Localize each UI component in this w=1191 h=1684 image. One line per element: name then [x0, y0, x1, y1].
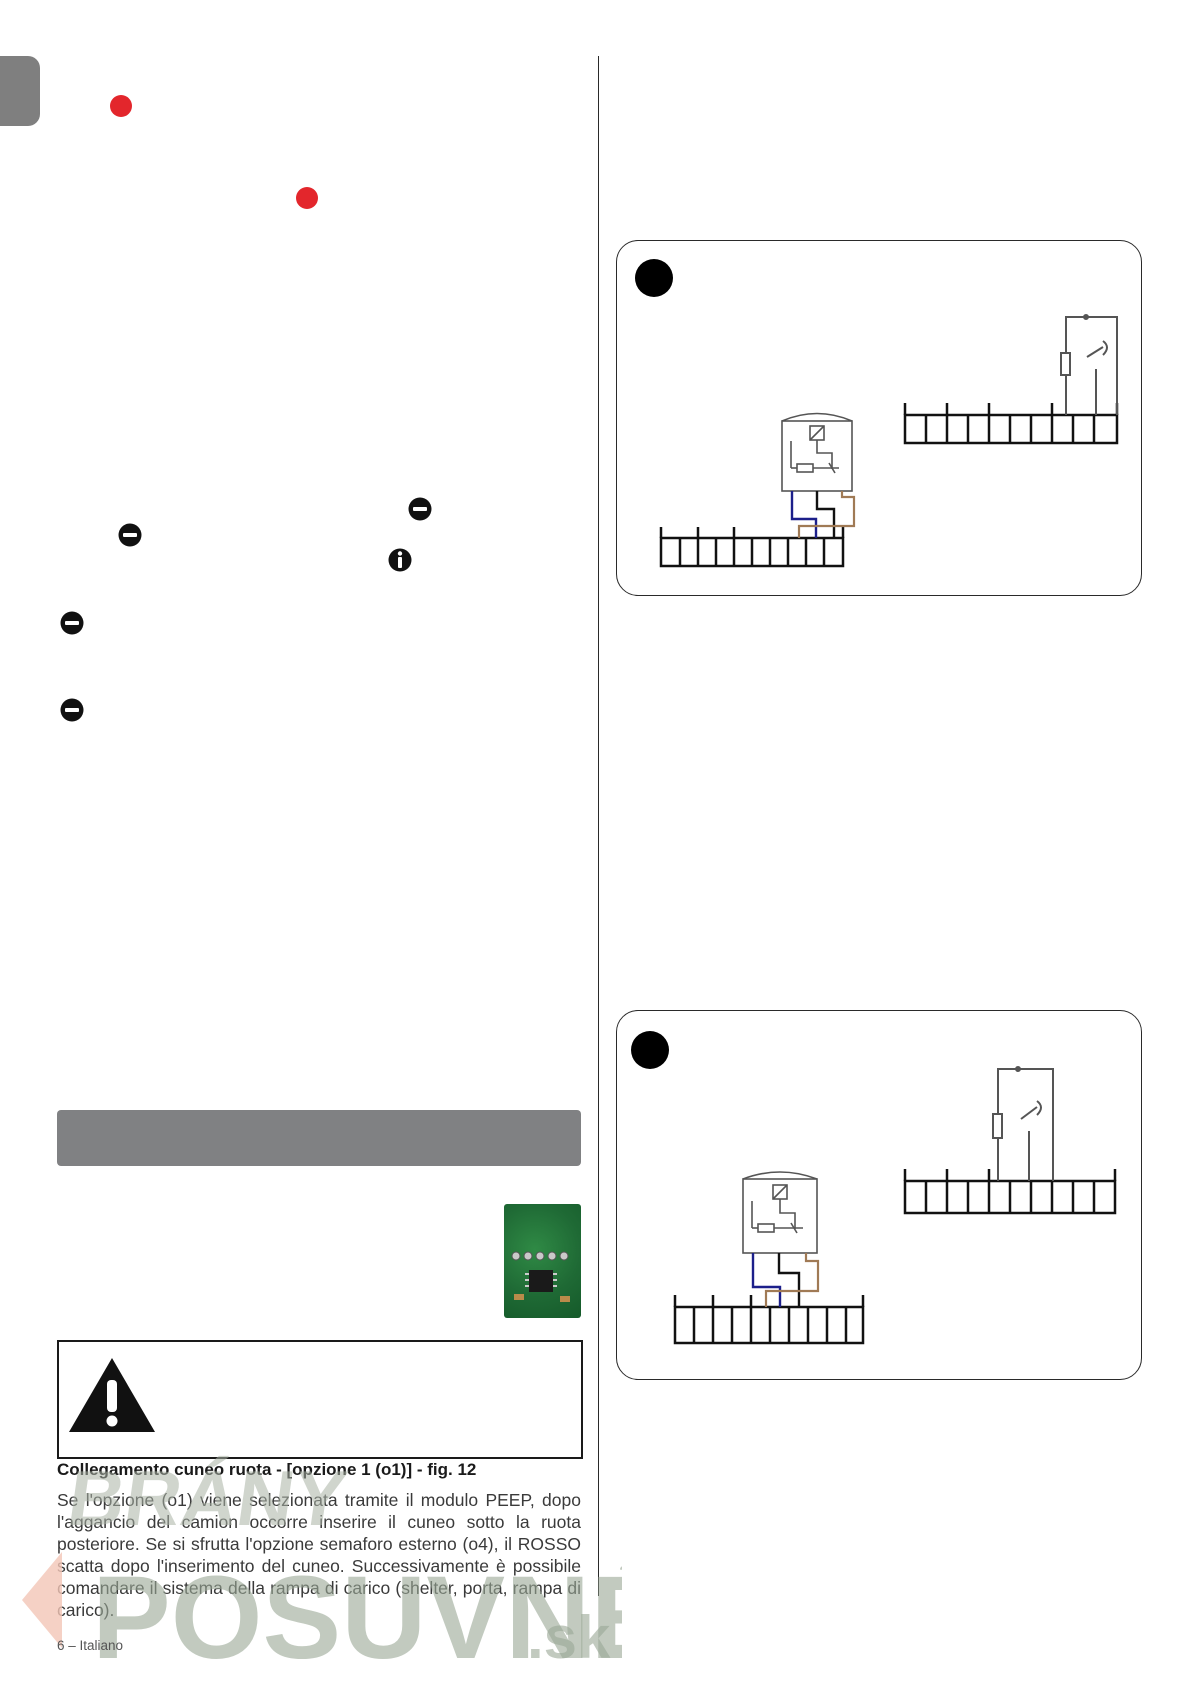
red-dot-marker — [110, 95, 132, 117]
wiring-diagram-2 — [673, 1066, 1117, 1345]
warning-box — [57, 1340, 583, 1459]
svg-text:POSUVNÉ: POSUVNÉ — [92, 1552, 622, 1670]
figure-box-2 — [616, 1010, 1142, 1380]
svg-text:BRÁNY: BRÁNY — [63, 1454, 353, 1542]
red-dot-marker — [296, 187, 318, 209]
watermark-logo: BRÁNY POSUVNÉ .sk — [22, 1454, 622, 1670]
pcb-module-image — [504, 1204, 581, 1318]
column-divider — [598, 56, 599, 1596]
no-entry-icon — [60, 611, 84, 635]
figure-number-marker — [635, 259, 673, 297]
wiring-diagram-1 — [659, 314, 1119, 568]
no-entry-icon — [408, 497, 432, 521]
warning-triangle-icon — [69, 1358, 155, 1432]
figure-number-marker — [631, 1031, 669, 1069]
section-heading: Collegamento cuneo ruota - [opzione 1 (o… — [57, 1460, 477, 1479]
section-title-bar — [57, 1110, 581, 1166]
section-tab — [0, 56, 40, 126]
section-paragraph: Se l'opzione (o1) viene selezionata tram… — [57, 1490, 581, 1620]
svg-text:.sk: .sk — [527, 1604, 611, 1670]
no-entry-icon — [60, 698, 84, 722]
page-footer: 6 – Italiano — [57, 1638, 124, 1653]
no-entry-icon — [118, 523, 142, 547]
info-icon — [388, 548, 412, 572]
figure-box-1 — [616, 240, 1142, 596]
